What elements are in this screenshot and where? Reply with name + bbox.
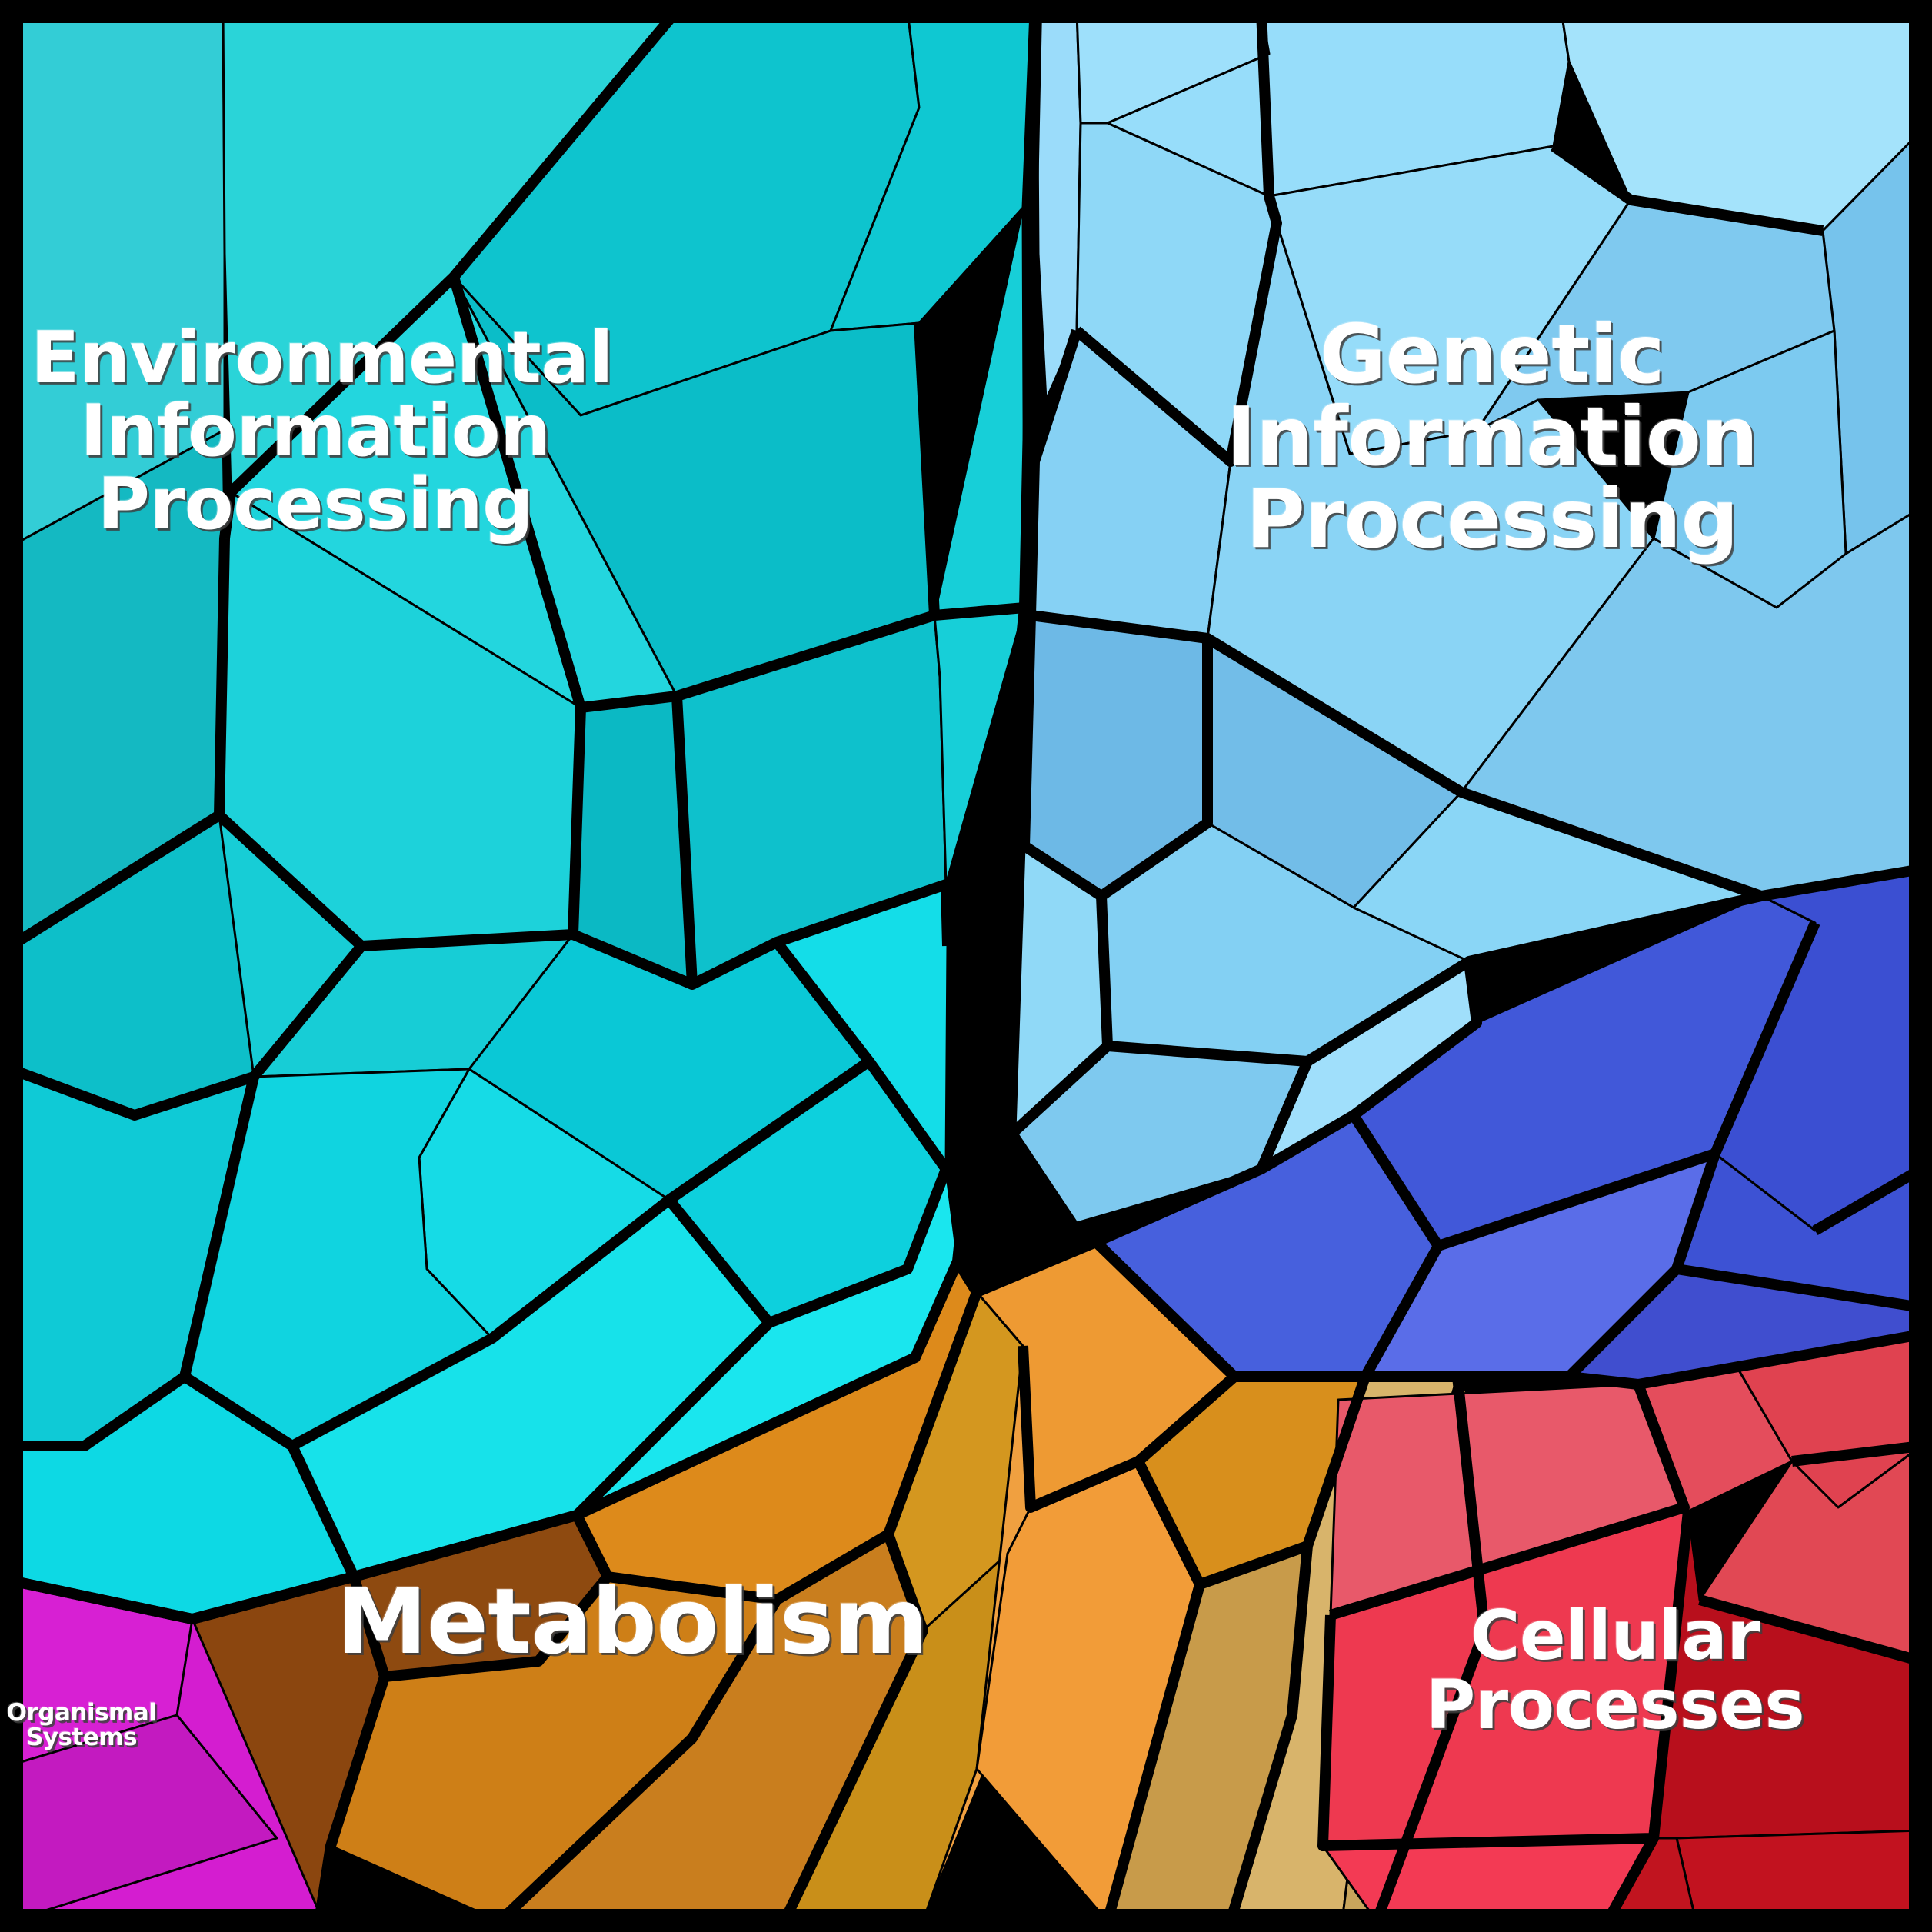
region-boundary-cell-inner-4 <box>1602 1835 1659 1924</box>
region-boundary-env-inner-10 <box>11 1372 188 1451</box>
region-boundary-cell-inner-3 <box>1698 1594 1923 1667</box>
region-boundary-gen-inner-13 <box>1812 1164 1924 1236</box>
region-boundary-gen-inner-2 <box>1019 328 1082 847</box>
region-boundary-gen-inner-4 <box>1021 638 1213 901</box>
region-boundary-met-inner-9 <box>1225 1545 1313 1924</box>
region-boundary-metabolism-cellular <box>1371 1376 1490 1924</box>
region-boundary-env-inner-6 <box>689 879 953 990</box>
region-boundary-gen-inner-5 <box>952 895 1113 1264</box>
region-genetic-information-processing[interactable] <box>1014 9 1923 1386</box>
region-boundary-cell-inner-2 <box>1317 1511 1694 1851</box>
cell[interactable] <box>1321 1837 1655 1923</box>
region-boundary-env-inner-13 <box>767 1167 951 1328</box>
region-boundary-cell-inner-5 <box>1791 1441 1922 1467</box>
region-boundary-org-inner-1 <box>9 1575 194 1624</box>
region-boundary-env-top2 <box>914 322 940 616</box>
region-boundary-met-inner-5 <box>779 1532 928 1924</box>
region-boundary-met-inner-6 <box>1018 1345 1238 1513</box>
region-boundary-gen-inner-12 <box>1675 1264 1923 1313</box>
region-organismal-systems[interactable] <box>9 1579 325 1923</box>
region-boundary-gen-inner-3 <box>1030 610 1923 901</box>
region-boundary-met-inner-3 <box>496 1571 782 1926</box>
region-boundary-gen-top <box>1550 142 1824 236</box>
region-boundary-gen-inner-8 <box>1258 961 1482 1174</box>
region-boundary-env-inner-11 <box>287 1444 359 1579</box>
region-boundary-gen-inner-6 <box>1107 891 1763 1067</box>
region-boundary-env-inner-4 <box>580 602 1025 713</box>
region-boundary-env-inner-1 <box>219 7 681 539</box>
region-cellular-processes[interactable] <box>1321 1333 1923 1923</box>
region-boundary-env-inner-9 <box>8 1064 256 1121</box>
region-boundary-gen-inner-1 <box>1073 10 1282 467</box>
region-boundary-cell-inner-1 <box>1328 1382 1690 1621</box>
region-boundary-met-inner-2 <box>384 1512 613 1682</box>
region-boundary-met-inner-1 <box>352 1510 578 1582</box>
cell[interactable] <box>1675 1829 1923 1923</box>
cell[interactable] <box>933 206 1026 886</box>
